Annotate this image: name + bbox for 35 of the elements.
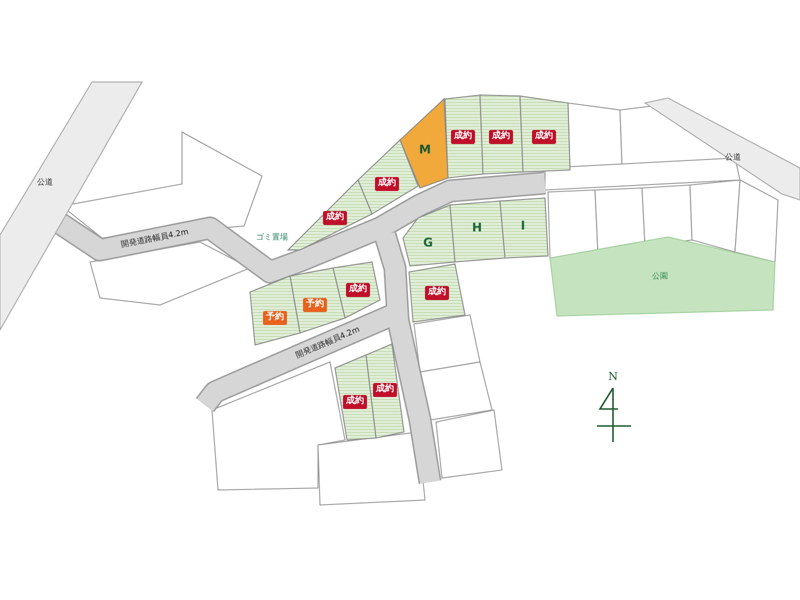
status-tag: 成約 [451, 130, 475, 144]
road-label: 開発道路幅員4.2m [294, 326, 362, 360]
status-tag: 成約 [346, 283, 370, 297]
park-label: 公園 [652, 272, 668, 282]
lot-parcel [402, 204, 456, 267]
lot-parcel [249, 275, 301, 346]
lot-parcel [399, 98, 449, 189]
road-label: 公道 [725, 154, 741, 162]
area-label: ゴミ置場 [256, 234, 288, 242]
park-area [549, 236, 776, 317]
north-label: N [608, 370, 618, 384]
lot-parcel [479, 94, 524, 175]
lot-parcel [519, 95, 571, 173]
road [644, 97, 800, 201]
road-label: 公道 [37, 178, 53, 188]
lot-letter: M [419, 143, 431, 157]
status-tag: 成約 [375, 177, 399, 191]
status-tag: 成約 [343, 395, 367, 409]
status-tag: 成約 [373, 383, 397, 397]
status-tag: 成約 [532, 130, 556, 144]
lot-letter: G [423, 236, 433, 250]
lot-letter: I [520, 219, 526, 233]
status-tag: 予約 [303, 298, 327, 312]
lot-letter: H [472, 221, 482, 235]
lot-parcel [444, 94, 484, 179]
road-label: 開発道路幅員4.2m [120, 228, 190, 250]
status-tag: 成約 [425, 286, 449, 300]
lot-parcel [408, 263, 466, 323]
lot-parcel [449, 200, 506, 263]
lot-parcel [287, 179, 373, 251]
lot-parcel [334, 354, 377, 441]
status-tag: 予約 [263, 311, 287, 325]
status-tag: 成約 [489, 130, 513, 144]
lot-parcel [499, 197, 549, 259]
status-tag: 成約 [323, 211, 347, 225]
